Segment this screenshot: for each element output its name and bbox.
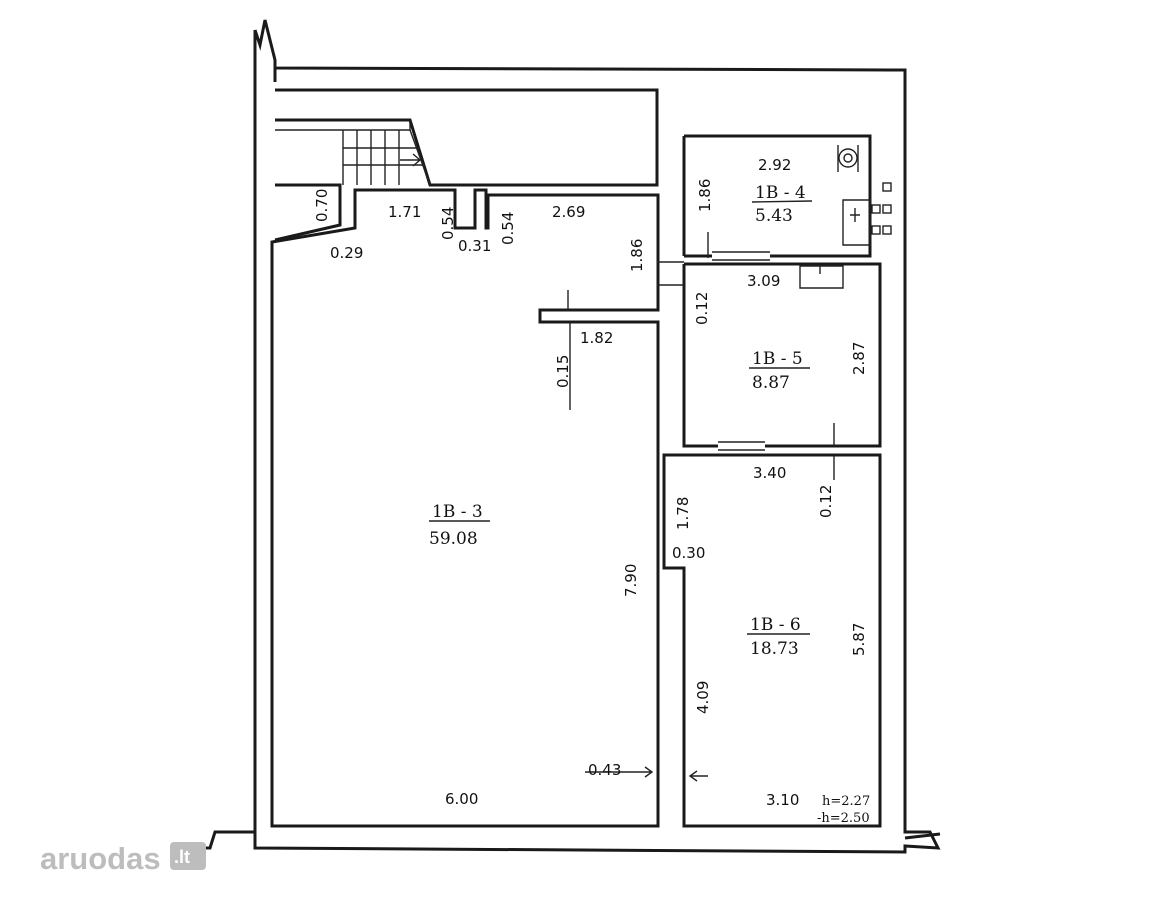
- room-1b3-area: 59.08: [429, 529, 478, 549]
- room-1b6-id: 1B - 6: [750, 615, 801, 635]
- dim-029: 0.29: [330, 244, 363, 262]
- dim-054a: 0.54: [439, 207, 457, 240]
- dim-030: 0.30: [672, 544, 705, 562]
- aruodas-watermark: aruodas .lt: [40, 841, 206, 876]
- dim-269: 2.69: [552, 203, 585, 221]
- dim-015: 0.15: [554, 355, 572, 388]
- room-1b4-area: 5.43: [755, 206, 793, 226]
- room-1b5-id: 1B - 5: [752, 349, 803, 369]
- dim-292: 2.92: [758, 156, 791, 174]
- dim-031: 0.31: [458, 237, 491, 255]
- height-note-1: h=2.27: [822, 794, 870, 809]
- dim-600: 6.00: [445, 790, 478, 808]
- dim-309: 3.09: [747, 272, 780, 290]
- room-1b6-walls: [662, 453, 882, 828]
- dim-287: 2.87: [850, 342, 868, 375]
- dim-409: 4.09: [694, 681, 712, 714]
- stair-block: [274, 88, 659, 242]
- dim-171: 1.71: [388, 203, 421, 221]
- dim-012a: 0.12: [693, 292, 711, 325]
- dim-310: 3.10: [766, 791, 799, 809]
- room-1b6-area: 18.73: [750, 639, 799, 659]
- height-note-2: -h=2.50: [817, 811, 870, 826]
- room-1b4-id: 1B - 4: [755, 183, 806, 203]
- room-labels: 1B - 4 5.43 1B - 5 8.87 1B - 3 59.08 1B …: [429, 183, 870, 826]
- watermark-lt-box: [170, 842, 206, 870]
- dim-790: 7.90: [622, 564, 640, 597]
- room-1b5-area: 8.87: [752, 373, 790, 393]
- watermark-brand: aruodas: [40, 841, 161, 876]
- dim-054b: 0.54: [499, 212, 517, 245]
- dim-186a: 1.86: [628, 239, 646, 272]
- room-1b5-walls: [657, 261, 882, 451]
- outer-walls: [190, 19, 941, 854]
- dim-178: 1.78: [674, 497, 692, 530]
- dim-340: 3.40: [753, 464, 786, 482]
- dimension-labels: 0.70 0.29 1.71 0.54 0.31 0.54 2.69 1.86 …: [313, 156, 868, 809]
- room-1b3-id: 1B - 3: [432, 502, 483, 522]
- dim-186b: 1.86: [696, 179, 714, 212]
- dim-070: 0.70: [313, 189, 331, 222]
- dim-182: 1.82: [580, 329, 613, 347]
- dim-012b: 0.12: [817, 485, 835, 518]
- room-1b4-walls: [682, 134, 892, 261]
- dim-587: 5.87: [850, 623, 868, 656]
- room-1b3-walls: [270, 188, 660, 828]
- dim-043: 0.43: [588, 761, 621, 779]
- watermark-tld: .lt: [174, 847, 190, 867]
